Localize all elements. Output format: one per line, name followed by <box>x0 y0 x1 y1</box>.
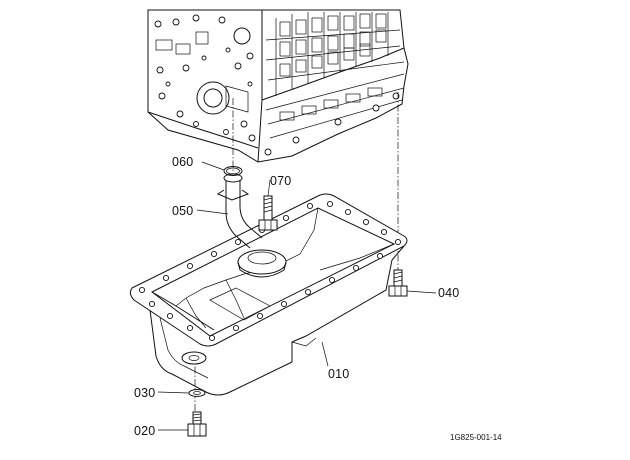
figure-code: 1G825-001-14 <box>450 433 502 442</box>
washer-030 <box>188 389 206 397</box>
engine-block <box>147 9 409 163</box>
callout-060: 060 <box>172 155 193 169</box>
leader-lines <box>157 161 437 431</box>
callout-040: 040 <box>438 286 459 300</box>
bolt-040 <box>388 269 408 297</box>
bolt-070 <box>258 195 278 231</box>
callout-050: 050 <box>172 204 193 218</box>
drain-plug-020 <box>187 411 207 437</box>
callout-030: 030 <box>134 386 155 400</box>
o-ring <box>223 166 243 176</box>
callout-020: 020 <box>134 424 155 438</box>
callout-070: 070 <box>270 174 291 188</box>
callout-010: 010 <box>328 367 349 381</box>
